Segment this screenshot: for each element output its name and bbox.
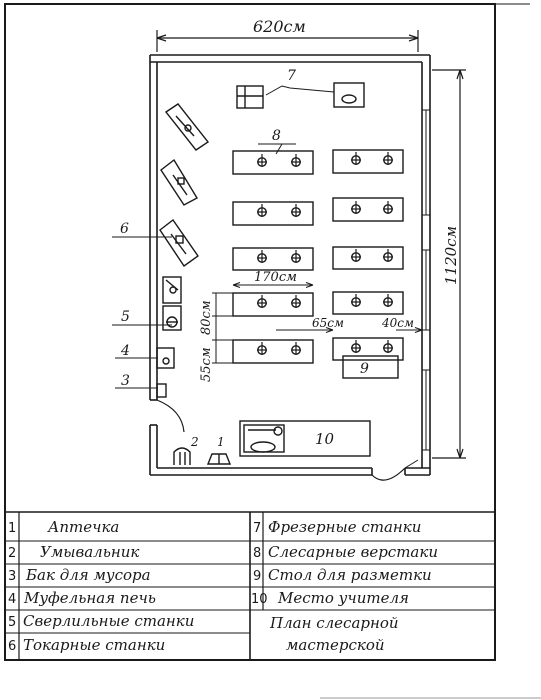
washbasin (173, 447, 191, 465)
legend-label: Фрезерные станки (268, 518, 421, 536)
width-dimension (156, 30, 419, 52)
drilling-machine (162, 305, 182, 331)
callout-7: 7 (287, 68, 296, 84)
bench-depth-label: 80см (199, 300, 214, 335)
legend-label: Умывальник (40, 543, 139, 561)
bench (232, 201, 314, 226)
wall-gap-label: 40см (381, 316, 414, 330)
callout-5: 5 (121, 309, 130, 325)
bench (332, 149, 404, 174)
legend-num: 3 (8, 569, 16, 584)
bench (232, 339, 314, 364)
legend-table (5, 511, 495, 661)
legend-num: 5 (8, 615, 16, 630)
lathe (159, 218, 199, 267)
bench-dimensions (212, 282, 423, 364)
legend-label: Сверлильные станки (23, 612, 194, 630)
legend-label: Бак для мусора (25, 566, 151, 584)
bench (232, 247, 314, 271)
drilling-machine (162, 276, 182, 304)
legend-num: 4 (8, 592, 16, 607)
legend-num: 10 (251, 592, 268, 607)
length-label: 1120см (442, 226, 460, 285)
muffle-furnace (156, 347, 175, 369)
milling-machine (333, 82, 365, 108)
legend-label: Токарные станки (23, 636, 165, 654)
callout-9: 9 (360, 361, 369, 377)
callout-1: 1 (217, 435, 225, 449)
bench (232, 292, 314, 317)
bench-width-label: 170см (254, 270, 297, 285)
room-walls (149, 54, 431, 476)
callout-3: 3 (121, 373, 130, 389)
lathe (164, 103, 210, 151)
callout-2: 2 (190, 435, 199, 449)
bench (332, 291, 404, 315)
legend-label: Муфельная печь (23, 589, 156, 607)
legend-label: Стол для разметки (268, 566, 432, 584)
legend-label: Слесарные верстаки (268, 543, 438, 561)
width-label: 620см (253, 17, 306, 36)
aisle-label: 55см (199, 347, 214, 382)
legend-num: 1 (8, 521, 16, 536)
legend-num: 8 (253, 546, 261, 561)
bench (332, 337, 404, 361)
gap-label: 65см (312, 316, 344, 330)
milling-machine (236, 85, 264, 109)
bench (232, 150, 314, 175)
bench (332, 197, 404, 222)
windows (422, 109, 430, 451)
bottom-door-swing (371, 467, 406, 481)
legend-num: 6 (8, 639, 16, 654)
callout-10: 10 (315, 430, 335, 448)
legend-num: 9 (253, 569, 261, 584)
legend-label: Место учителя (277, 589, 409, 607)
teacher-desk (239, 420, 371, 457)
callout-6: 6 (120, 221, 129, 237)
bench-grid (232, 149, 404, 364)
plan-caption-line2: мастерской (286, 636, 385, 654)
lathe (160, 158, 198, 206)
length-dimension (432, 69, 466, 459)
left-door-swing (156, 399, 185, 433)
legend-label: Аптечка (47, 518, 119, 536)
callout-4: 4 (120, 343, 130, 359)
plan-caption-line1: План слесарной (269, 614, 399, 632)
waste-bin (156, 383, 167, 398)
legend-num: 2 (8, 546, 16, 561)
legend-num: 7 (253, 521, 261, 536)
marking-table (342, 355, 399, 379)
callout-8: 8 (272, 128, 281, 144)
bench (332, 246, 404, 270)
first-aid-kit (206, 453, 232, 465)
